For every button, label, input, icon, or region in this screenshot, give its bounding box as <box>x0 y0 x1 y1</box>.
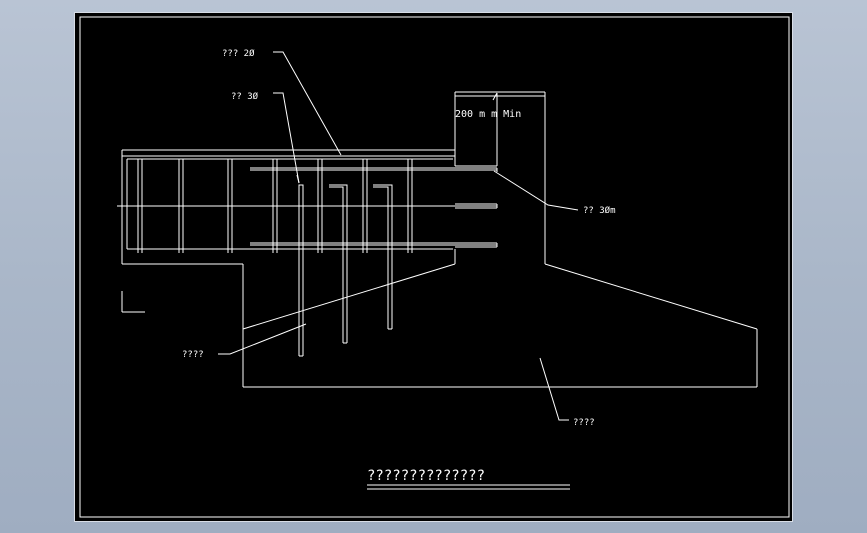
leaders <box>218 51 579 421</box>
dimension-text: 200 m m Min <box>455 109 521 120</box>
callout-top-bar: ??? 2Ø <box>222 48 255 59</box>
callout-stirrup: ?? 3Ø <box>231 91 259 102</box>
callout-dowel-bar: ?? 3Øm <box>583 205 616 216</box>
beam <box>117 149 498 329</box>
ucs-icon <box>121 291 145 313</box>
cad-viewport[interactable]: 200 m m Min ??? 2Ø ?? 3Ø ?? 3Øm ???? ???… <box>74 12 793 522</box>
drawing-frame <box>79 16 790 518</box>
dimension: 200 m m Min <box>455 92 545 120</box>
column <box>454 91 546 264</box>
callout-footing-right: ???? <box>573 418 595 428</box>
callout-footing-left: ???? <box>182 350 204 360</box>
drawing-title: ?????????????? <box>367 468 485 484</box>
cad-drawing: 200 m m Min ??? 2Ø ?? 3Ø ?? 3Øm ???? ???… <box>79 16 790 518</box>
footing <box>242 263 758 388</box>
dowels <box>298 184 393 357</box>
